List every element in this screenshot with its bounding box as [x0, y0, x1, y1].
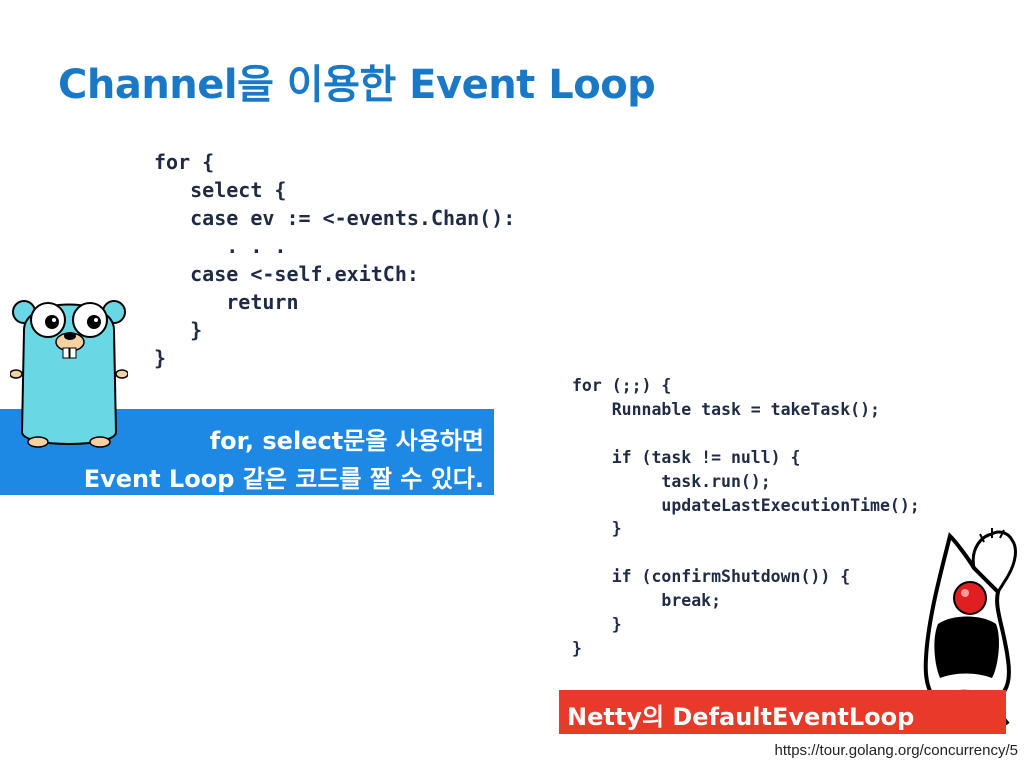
go-code-line: } [154, 346, 167, 370]
go-code-block: for { select { case ev := <-events.Chan(… [154, 148, 515, 372]
go-code-line: } [154, 318, 203, 342]
go-summary-banner: for, select문을 사용하면 Event Loop 같은 코드를 짤 수… [0, 409, 494, 495]
java-code-line: for (;;) { [572, 376, 672, 395]
java-code-line: updateLastExecutionTime(); [572, 495, 920, 515]
banner-line-2: Event Loop 같은 코드를 짤 수 있다. [83, 465, 484, 493]
go-code-line: return [154, 290, 299, 314]
source-url: https://tour.golang.org/concurrency/5 [774, 742, 1018, 759]
go-code-line: select { [154, 178, 287, 202]
go-code-line: . . . [154, 234, 287, 258]
go-code-line: case ev := <-events.Chan(): [154, 206, 516, 230]
java-code-line: Runnable task = takeTask(); [572, 399, 880, 419]
java-code-line: task.run(); [572, 471, 771, 491]
java-code-line: } [572, 638, 582, 658]
java-code-line: if (confirmShutdown()) { [572, 567, 851, 587]
java-code-line: } [572, 519, 622, 539]
java-code-line: } [572, 615, 622, 635]
go-code-line: case <-self.exitCh: [154, 262, 419, 286]
banner-line-1: for, select문을 사용하면 [209, 427, 484, 455]
slide-title: Channel을 이용한 Event Loop [58, 62, 656, 108]
netty-label-banner: Netty의 DefaultEventLoop [559, 690, 1006, 734]
netty-label: Netty의 DefaultEventLoop [567, 703, 915, 731]
java-code-line: if (task != null) { [572, 447, 801, 467]
java-code-line: break; [572, 591, 722, 611]
java-code-block: for (;;) { Runnable task = takeTask(); i… [572, 374, 920, 661]
go-code-line: for { [154, 150, 215, 174]
go-gopher-image [10, 300, 128, 448]
